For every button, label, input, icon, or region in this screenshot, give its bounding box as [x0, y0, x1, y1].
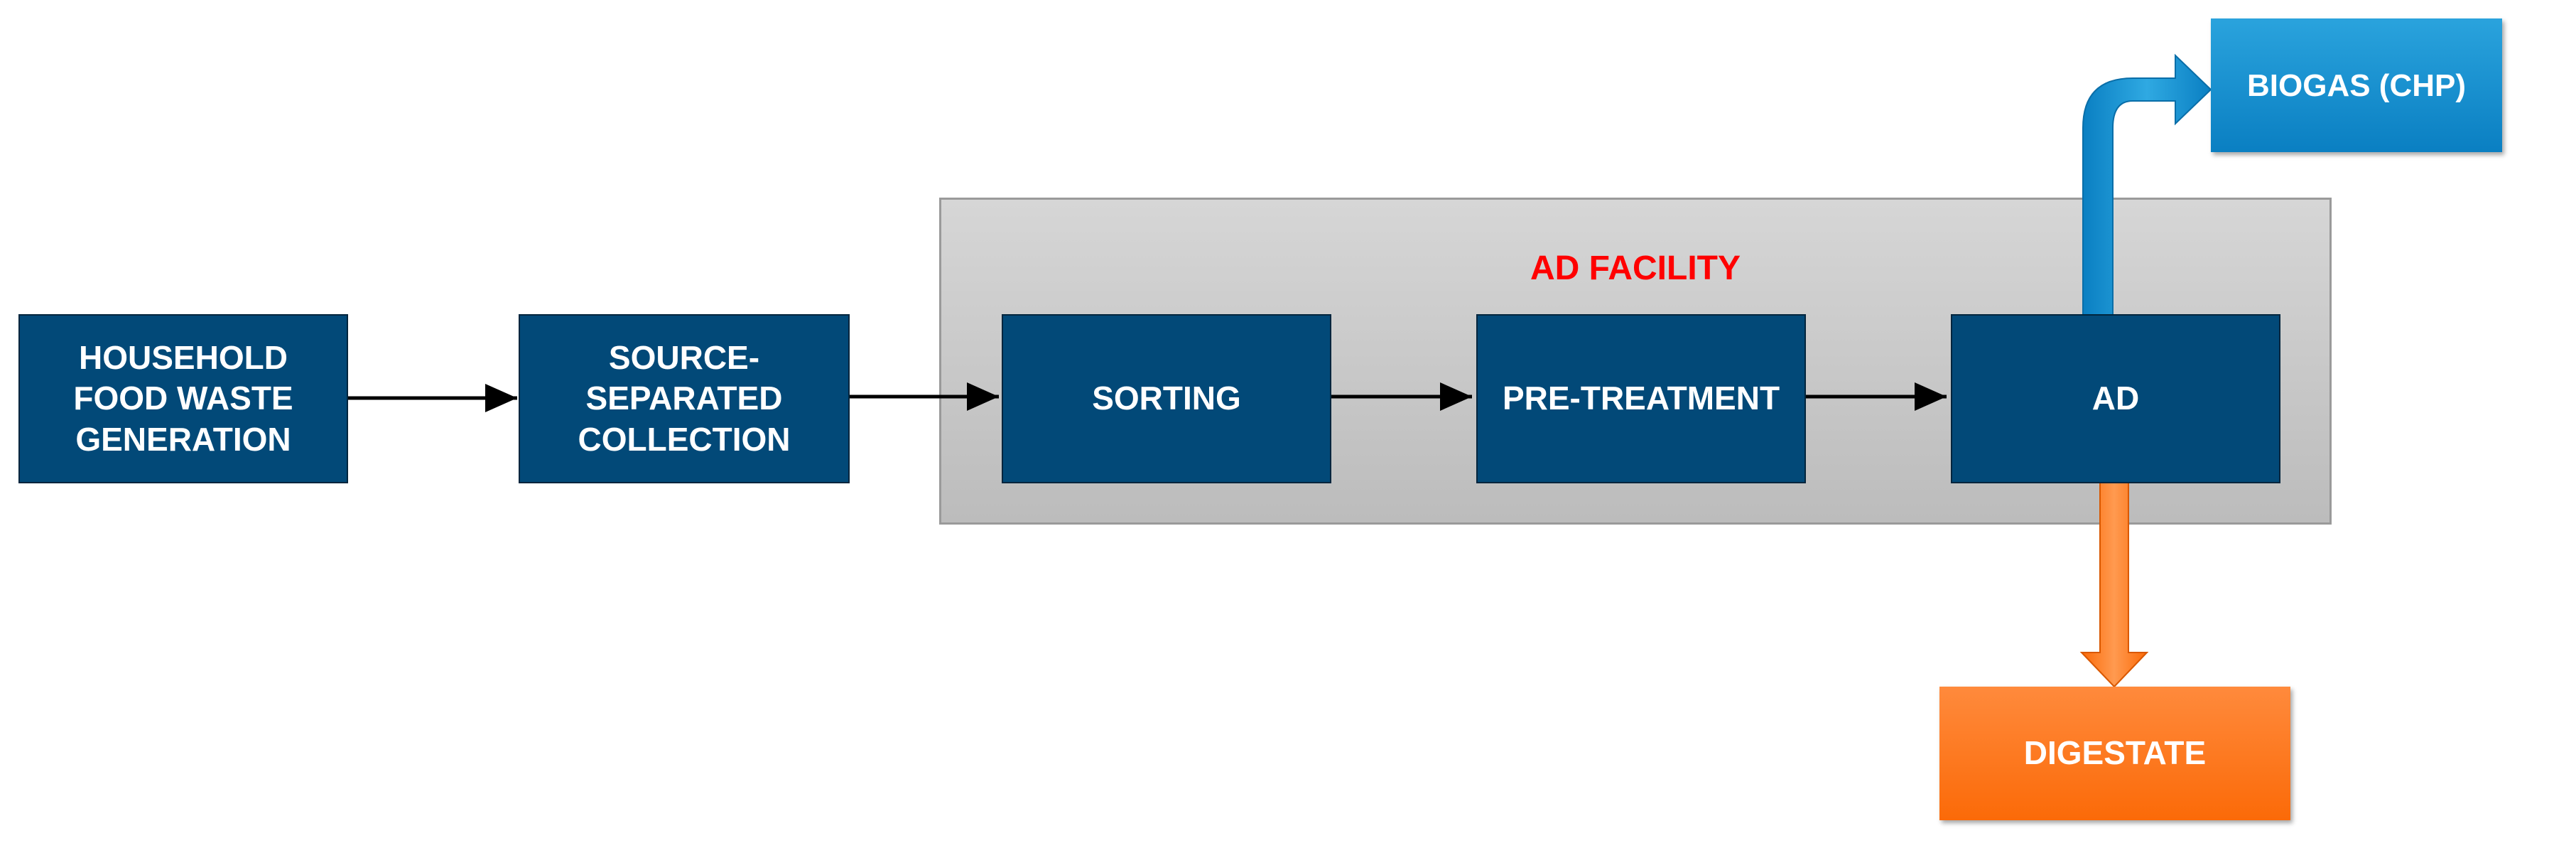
node-digestate: DIGESTATE	[1939, 687, 2290, 820]
node-sorting: SORTING	[1002, 314, 1331, 483]
node-source-separated-collection: SOURCE- SEPARATED COLLECTION	[519, 314, 850, 483]
digestate-arrow	[2079, 480, 2149, 688]
biogas-arrow	[2082, 53, 2212, 318]
ad-facility-label: AD FACILITY	[1530, 249, 1741, 287]
node-ad: AD	[1951, 314, 2280, 483]
node-household-food-waste-generation: HOUSEHOLD FOOD WASTE GENERATION	[18, 314, 348, 483]
node-pre-treatment: PRE-TREATMENT	[1476, 314, 1806, 483]
node-biogas-chp: BIOGAS (CHP)	[2211, 18, 2502, 152]
